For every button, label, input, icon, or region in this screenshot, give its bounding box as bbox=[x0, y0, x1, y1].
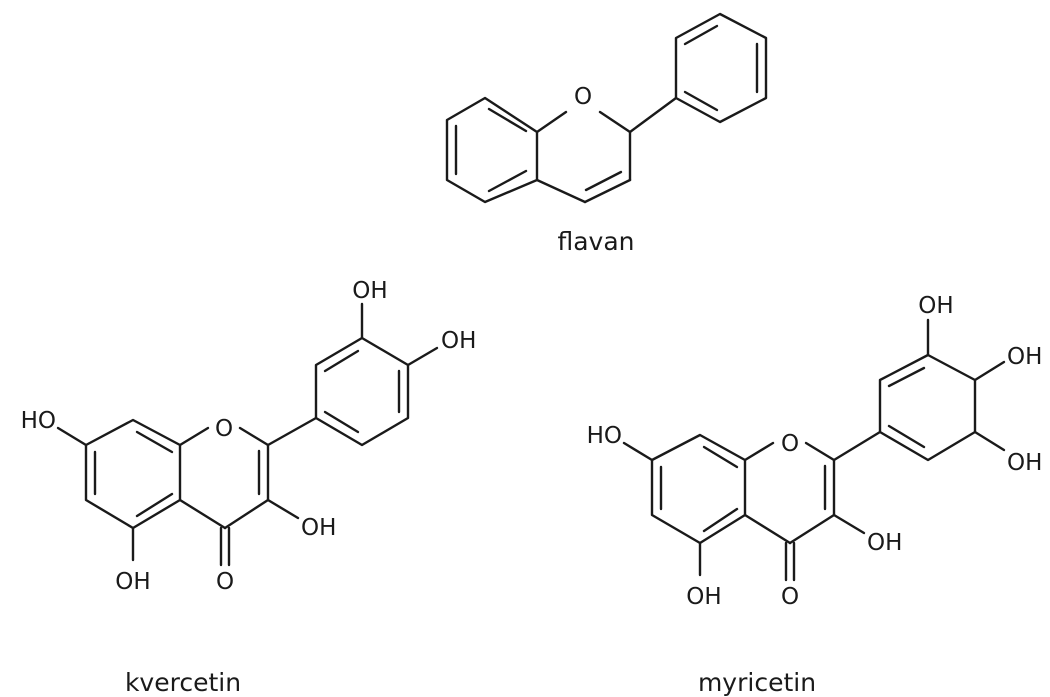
kvercetin-c8a-o-bond bbox=[178, 426, 210, 447]
kvercetin-a-double-3 bbox=[135, 492, 174, 518]
myricetin-oh-4-prime: OH bbox=[1007, 344, 1042, 370]
kvercetin-oh-3: OH bbox=[301, 515, 336, 541]
kvercetin-oh-5: OH bbox=[115, 569, 150, 595]
myricetin-a-double-1 bbox=[702, 445, 739, 469]
myricetin-oh-3-prime: OH bbox=[918, 293, 953, 319]
myricetin-c8a-o-bond bbox=[743, 441, 775, 462]
kvercetin-c4-c4a-bond bbox=[178, 498, 227, 530]
myricetin-oh-5: OH bbox=[686, 584, 721, 610]
myricetin-c3-oh-bond bbox=[832, 513, 866, 535]
flavan-phenyl-double-3 bbox=[683, 90, 719, 112]
myricetin-oh-3: OH bbox=[867, 530, 902, 556]
structure-myricetin: O O HO OH OH OH OH OH myricetin bbox=[587, 293, 1043, 697]
kvercetin-carbonyl-oxygen: O bbox=[216, 569, 234, 595]
kvercetin-oh-3-prime: OH bbox=[352, 278, 387, 304]
myricetin-a-ring bbox=[650, 433, 747, 545]
myricetin-b-double-2 bbox=[887, 424, 926, 449]
flavan-c3-c4-double bbox=[584, 170, 623, 192]
flavan-benzo-ring bbox=[445, 96, 539, 204]
kvercetin-c4p-oh-bond bbox=[406, 346, 439, 367]
kvercetin-b-double-1 bbox=[323, 349, 360, 373]
kvercetin-oh-4-prime: OH bbox=[441, 328, 476, 354]
myricetin-carbonyl-oxygen: O bbox=[781, 584, 799, 610]
myricetin-oh-5-prime: OH bbox=[1007, 450, 1042, 476]
myricetin-c4-c4a-bond bbox=[743, 513, 792, 545]
flavan-c4-c4a-bond bbox=[535, 178, 587, 204]
myricetin-b-ring bbox=[878, 353, 977, 462]
kvercetin-c3-c4-bond bbox=[223, 498, 270, 530]
flavan-caption: flavan bbox=[557, 227, 634, 256]
myricetin-a-double-3 bbox=[702, 507, 739, 533]
kvercetin-a-double-1 bbox=[135, 430, 174, 454]
kvercetin-o-c2-bond bbox=[238, 426, 270, 447]
kvercetin-a-ring bbox=[84, 418, 182, 530]
myricetin-ring-oxygen: O bbox=[781, 431, 799, 457]
flavan-benzo-double-3 bbox=[487, 169, 528, 193]
flavan-c8a-o-bond bbox=[535, 110, 568, 134]
kvercetin-b-ring bbox=[314, 336, 410, 447]
myricetin-c5p-oh-bond bbox=[973, 430, 1006, 452]
flavan-ring-oxygen: O bbox=[574, 84, 592, 110]
kvercetin-caption: kvercetin bbox=[125, 668, 241, 697]
kvercetin-c2-b-ring-bond bbox=[266, 416, 318, 447]
kvercetin-c7-oh-bond bbox=[56, 426, 88, 447]
flavan-c2-phenyl-bond bbox=[628, 96, 678, 134]
myricetin-c7-oh-bond bbox=[622, 441, 654, 462]
flavan-o-c2-bond bbox=[598, 110, 632, 134]
myricetin-b-double-1 bbox=[887, 366, 926, 388]
myricetin-caption: myricetin bbox=[698, 668, 816, 697]
flavan-benzo-double-2 bbox=[487, 107, 528, 133]
kvercetin-ring-oxygen: O bbox=[215, 416, 233, 442]
kvercetin-ho-7: HO bbox=[21, 408, 56, 434]
myricetin-o-c2-bond bbox=[804, 441, 836, 462]
flavan-phenyl-ring bbox=[674, 12, 768, 124]
myricetin-ho-7: HO bbox=[587, 423, 622, 449]
kvercetin-c3-oh-bond bbox=[266, 498, 300, 520]
myricetin-c3-c4-bond bbox=[788, 513, 836, 545]
flavan-phenyl-double-1 bbox=[683, 24, 719, 46]
kvercetin-b-double-3 bbox=[323, 410, 360, 434]
myricetin-c4p-oh-bond bbox=[973, 360, 1006, 382]
flavan-c3-c4-bond bbox=[583, 178, 632, 204]
structure-flavan: O flavan bbox=[445, 12, 768, 256]
structure-kvercetin: O O HO OH OH OH OH kvercetin bbox=[21, 278, 477, 697]
myricetin-c2-b-ring-bond bbox=[832, 430, 882, 462]
